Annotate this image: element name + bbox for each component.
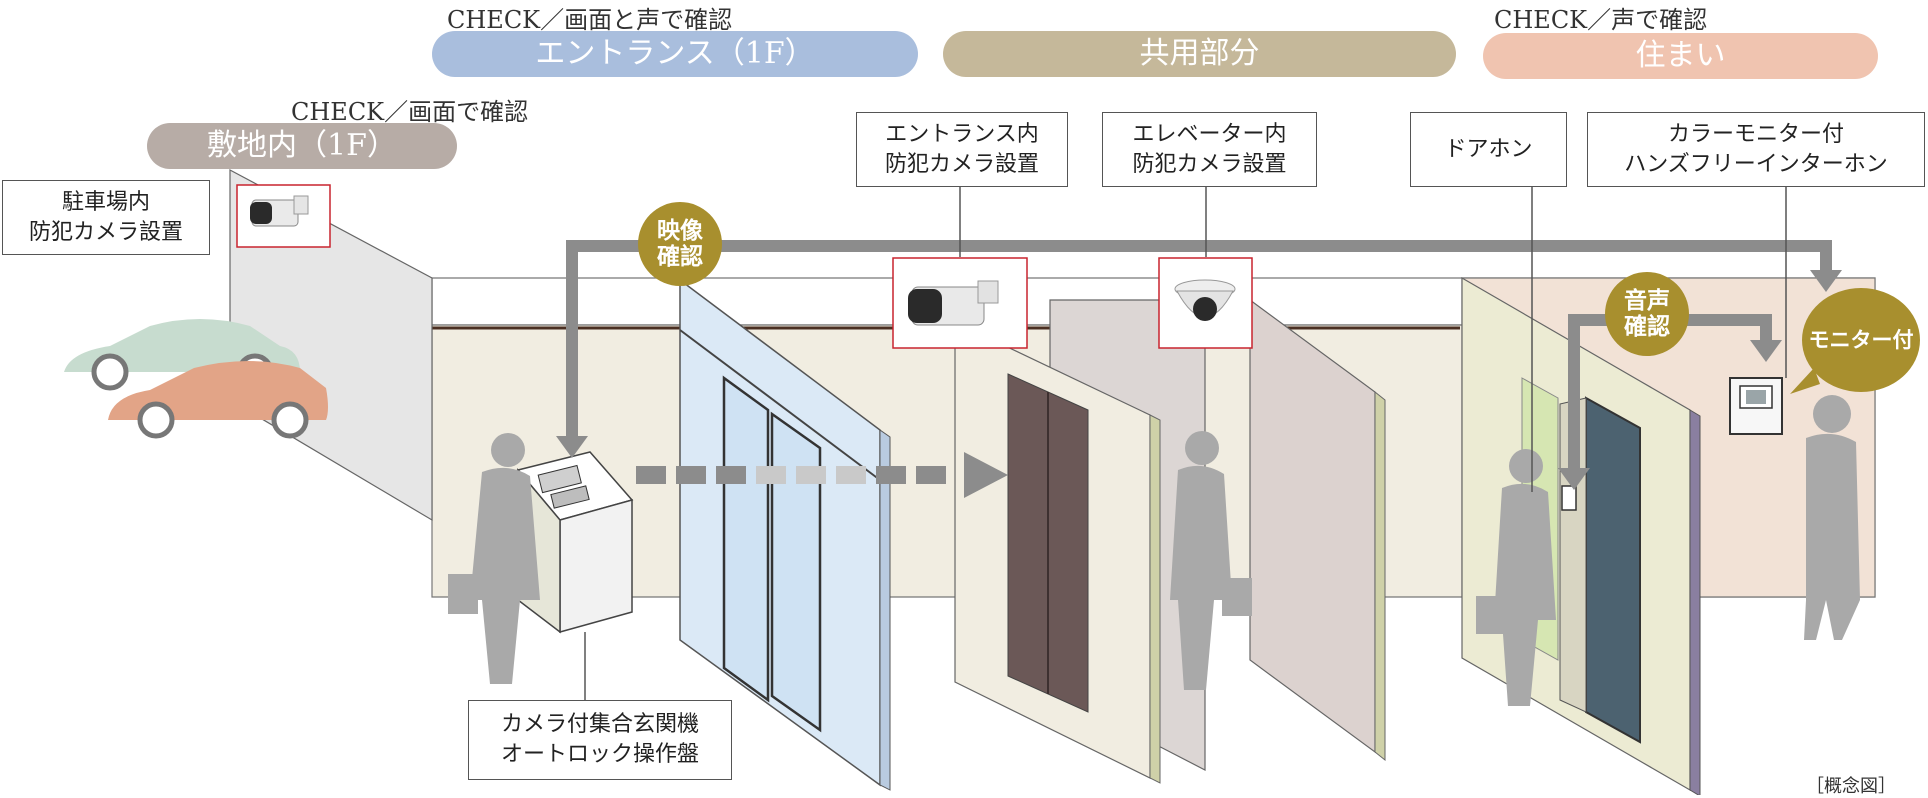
zone-entrance-pill: エントランス（1F） <box>432 31 918 77</box>
person-at-doorphone <box>1476 449 1556 706</box>
zone-home-pill: 住まい <box>1483 33 1878 79</box>
check-home-text: CHECK／声で確認 <box>1494 6 1708 34</box>
badge-voice-check: 音声確認 <box>1605 272 1689 356</box>
label-monitor-line1: カラーモニター付 <box>1667 121 1844 147</box>
person-resident <box>1804 395 1860 640</box>
glass-mullion-top <box>679 329 881 481</box>
label-parking-camera: 駐車場内防犯カメラ設置 <box>2 180 210 255</box>
person-at-console <box>448 433 540 684</box>
video-flow-head-home <box>1810 270 1842 292</box>
badge-voice-line1: 音声 <box>1624 286 1670 314</box>
glass-door-right <box>770 411 822 733</box>
label-elevator-camera-line2: 防犯カメラ設置 <box>1132 151 1287 177</box>
label-elevator-camera-line1: エレベーター内 <box>1132 121 1287 147</box>
voice-flow-head-doorphone <box>1558 468 1590 490</box>
badge-monitor: モニター付 <box>1802 288 1920 392</box>
label-parking-camera-line2: 防犯カメラ設置 <box>28 219 183 245</box>
label-elevator-camera: エレベーター内防犯カメラ設置 <box>1102 112 1317 187</box>
entrance-flow-dash <box>836 466 866 484</box>
entrance-flow-dash <box>676 466 706 484</box>
glass-door-left <box>722 375 770 703</box>
concept-note: ［概念図］ <box>1806 776 1896 797</box>
car-orange <box>108 361 328 439</box>
entrance-flow-dash <box>636 466 666 484</box>
glass-door-edge <box>879 429 891 791</box>
badge-video-line1: 映像 <box>657 216 703 244</box>
label-autolock-line1: カメラ付集合玄関機 <box>500 712 699 738</box>
label-parking-camera-line1: 駐車場内 <box>61 189 150 215</box>
home-side-wall-edge <box>1689 409 1701 795</box>
person-common <box>1170 431 1252 690</box>
entrance-flow-dash <box>916 466 946 484</box>
parking-camera-icon <box>236 184 331 248</box>
label-doorphone-text: ドアホン <box>1444 136 1533 162</box>
label-autolock-line2: オートロック操作盤 <box>500 742 699 767</box>
entrance-flow-dash <box>876 466 906 484</box>
label-monitor-line2: ハンズフリーインターホン <box>1624 151 1888 177</box>
label-doorphone: ドアホン <box>1410 112 1567 187</box>
zone-site-pill: 敷地内（1F） <box>147 123 457 169</box>
badge-voice-line2: 確認 <box>1624 313 1670 340</box>
video-flow-head-console <box>556 436 588 458</box>
label-entrance-camera-line1: エントランス内 <box>885 121 1039 147</box>
entrance-inner-wall-edge <box>1149 414 1161 784</box>
badge-video-line2: 確認 <box>657 243 703 270</box>
entrance-camera-icon <box>892 257 1028 349</box>
entrance-flow-dash <box>716 466 746 484</box>
badge-monitor-tail <box>1790 368 1820 394</box>
entrance-flow-dash <box>796 466 826 484</box>
video-flow-line <box>566 240 1832 440</box>
label-entrance-camera-line2: 防犯カメラ設置 <box>884 151 1039 177</box>
elevator-wall-edge <box>1374 390 1386 762</box>
badge-video-check: 映像確認 <box>638 202 722 286</box>
zone-common-pill: 共用部分 <box>943 31 1456 77</box>
check-entrance-text: CHECK／画面と声で確認 <box>447 6 733 34</box>
label-entrance-camera: エントランス内防犯カメラ設置 <box>856 112 1068 187</box>
entrance-flow-dash <box>756 466 786 484</box>
home-monitor-body <box>1746 390 1766 404</box>
label-autolock-panel: カメラ付集合玄関機オートロック操作盤 <box>468 700 732 780</box>
voice-flow-head-home <box>1750 340 1782 362</box>
console-screen <box>537 464 582 494</box>
entrance-flow-head <box>964 452 1008 498</box>
label-monitor-interphone: カラーモニター付ハンズフリーインターホン <box>1587 112 1925 187</box>
check-site-text: CHECK／画面で確認 <box>291 98 529 126</box>
console-keypad <box>550 485 590 509</box>
elevator-camera-icon <box>1158 257 1253 349</box>
doorphone-unit <box>1561 485 1577 511</box>
